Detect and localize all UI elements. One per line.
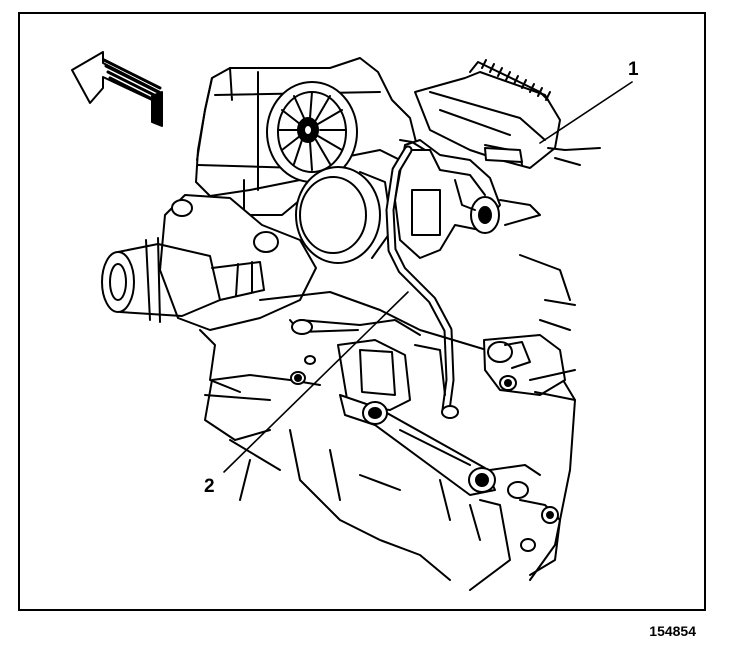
component-2-tube — [385, 139, 459, 419]
direction-arrow-icon — [71, 51, 163, 127]
idler-pulley — [266, 81, 358, 183]
component-1-housing — [414, 59, 601, 169]
callout-leaders — [223, 81, 633, 473]
callout-1: 1 — [628, 59, 639, 80]
brace-bar — [339, 394, 541, 499]
lower-block-details — [229, 429, 561, 591]
sensor-bracket — [394, 139, 541, 259]
leader-line-2 — [223, 291, 409, 473]
leader-line-1 — [539, 81, 633, 144]
thermostat-housing — [295, 166, 393, 264]
figure-number: 154854 — [649, 623, 696, 639]
tensioner-assembly — [483, 254, 576, 401]
callout-2: 2 — [204, 476, 215, 497]
water-pump — [101, 194, 317, 393]
